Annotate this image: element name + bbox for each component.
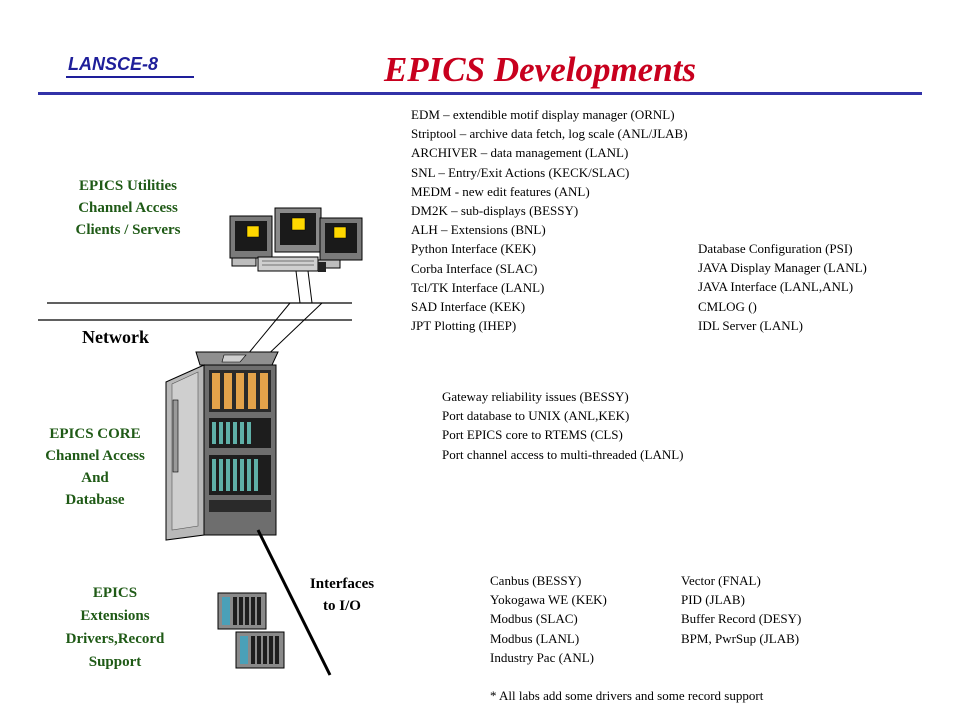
extensions-label: EPICS Extensions Drivers,Record Support [40,582,190,674]
interfaces-label: Interfaces to I/O [292,573,392,617]
core-line: And [81,470,109,486]
developments-list-left: EDM – extendible motif display manager (… [411,105,688,335]
utilities-label: EPICS Utilities Channel Access Clients /… [38,175,218,241]
list-item: Port EPICS core to RTEMS (CLS) [442,427,623,443]
list-item: Port database to UNIX (ANL,KEK) [442,408,630,424]
list-item: Database Configuration (PSI) [698,241,853,256]
list-item: Corba Interface (SLAC) [411,260,538,276]
core-line: EPICS CORE [49,426,141,442]
org-underline [66,76,194,78]
list-item: Modbus (SLAC) [490,611,578,627]
network-label: Network [82,327,149,347]
core-items-list: Gateway reliability issues (BESSY) Port … [442,387,684,464]
extensions-line: EPICS [92,585,138,601]
list-item: Industry Pac (ANL) [490,649,594,665]
list-item: BPM, PwrSup (JLAB) [681,630,800,646]
list-item: Canbus (BESSY) [490,573,582,588]
list-item: ARCHIVER – data management (LANL) [411,145,629,161]
title-divider [38,92,922,95]
list-item: SNL – Entry/Exit Actions (KECK/SLAC) [411,164,630,180]
computer-workstations-icon [223,207,363,384]
core-line: Database [65,492,125,508]
list-item: Striptool – archive data fetch, log scal… [411,126,688,142]
list-item: Python Interface (KEK) [411,241,536,257]
list-item: PID (JLAB) [681,592,745,608]
list-item: MEDM - new edit features (ANL) [411,183,590,199]
list-item: EDM – extendible motif display manager (… [411,107,675,122]
developments-list-right: Database Configuration (PSI) JAVA Displa… [698,239,867,335]
list-item: JAVA Display Manager (LANL) [698,260,867,276]
core-line: Channel Access [45,448,145,464]
interfaces-line: Interfaces [309,576,375,592]
page-title: EPICS Developments [383,50,697,89]
list-item: IDL Server (LANL) [698,317,803,333]
list-item: JAVA Interface (LANL,ANL) [698,279,854,295]
list-item: Yokogawa WE (KEK) [490,592,607,608]
org-label: LANSCE-8 [68,54,159,74]
io-module-crate-icon [217,592,285,669]
extensions-line: Drivers,Record [65,631,165,647]
utilities-line: Clients / Servers [75,222,181,238]
list-item: CMLOG () [698,298,757,314]
utilities-line: EPICS Utilities [79,178,177,194]
extensions-line: Extensions [80,608,150,624]
list-item: Gateway reliability issues (BESSY) [442,389,629,404]
list-item: Port channel access to multi-threaded (L… [442,446,684,462]
list-item: Tcl/TK Interface (LANL) [411,279,545,295]
list-item: DM2K – sub-displays (BESSY) [411,202,579,218]
utilities-line: Channel Access [78,200,178,216]
list-item: ALH – Extensions (BNL) [411,222,546,238]
list-item: SAD Interface (KEK) [411,298,526,314]
extensions-line: Support [88,654,142,670]
footnote: * All labs add some drivers and some rec… [490,688,764,703]
drivers-list-left: Canbus (BESSY) Yokogawa WE (KEK) Modbus … [490,571,607,667]
core-label: EPICS CORE Channel Access And Database [20,423,170,511]
drivers-list-right: Vector (FNAL) PID (JLAB) Buffer Record (… [681,571,801,648]
ioc-rack-cabinet-icon [165,351,332,676]
list-item: Vector (FNAL) [681,573,761,588]
list-item: Buffer Record (DESY) [681,611,802,627]
list-item: Modbus (LANL) [490,630,580,646]
list-item: JPT Plotting (IHEP) [411,318,517,334]
interfaces-line: to I/O [323,598,361,614]
